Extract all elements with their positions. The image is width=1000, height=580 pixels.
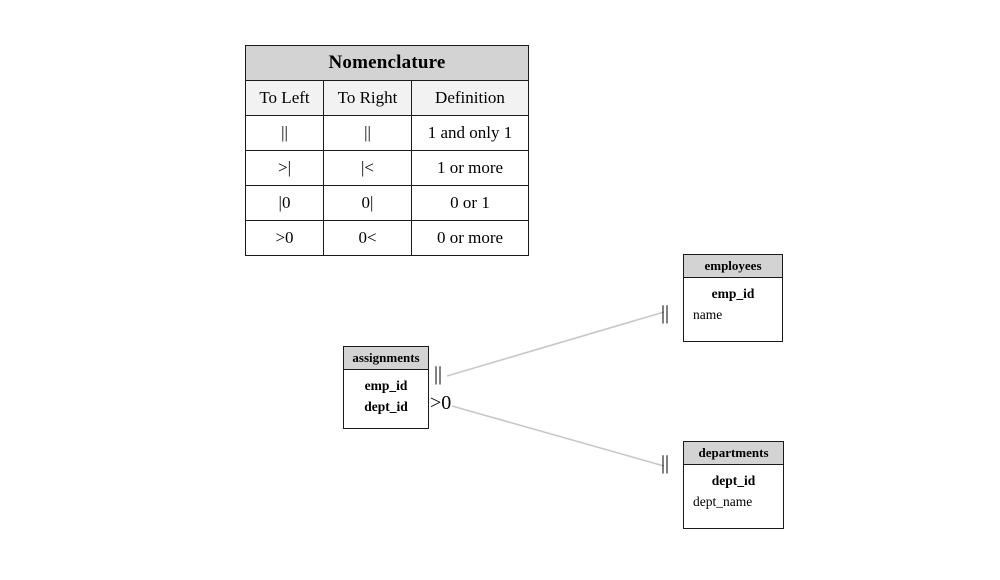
field-dept-id: dept_id xyxy=(364,399,408,414)
legend-cell-definition: 1 or more xyxy=(411,150,529,186)
field-dept-id: dept_id xyxy=(711,473,756,488)
entity-departments[interactable]: departments dept_id dept_name xyxy=(683,441,784,529)
legend-cell-to-right: || xyxy=(323,115,412,151)
cardinality-employees-to-assignments: || xyxy=(661,302,670,324)
nomenclature-legend: Nomenclature To Left To Right Definition… xyxy=(245,45,529,256)
legend-cell-to-right: 0| xyxy=(323,185,412,221)
legend-column-to-left: To Left xyxy=(245,80,324,116)
legend-cell-definition: 0 or more xyxy=(411,220,529,256)
legend-cell-to-right: 0< xyxy=(323,220,412,256)
field-dept-name: dept_name xyxy=(693,494,753,509)
entity-departments-fields: dept_id dept_name xyxy=(684,465,783,518)
entity-employees-title: employees xyxy=(684,255,782,278)
legend-row: >| |< 1 or more xyxy=(245,150,529,186)
legend-cell-to-left: |0 xyxy=(245,185,324,221)
entity-assignments[interactable]: assignments emp_id dept_id xyxy=(343,346,429,429)
cardinality-departments-to-assignments: || xyxy=(661,452,670,474)
connector-assignments-departments xyxy=(451,405,665,467)
legend-row: >0 0< 0 or more xyxy=(245,220,529,256)
entity-assignments-title: assignments xyxy=(344,347,428,370)
legend-cell-to-left: >0 xyxy=(245,220,324,256)
entity-assignments-fields: emp_id dept_id xyxy=(344,370,428,423)
legend-header-row: To Left To Right Definition xyxy=(245,80,529,116)
legend-cell-to-left: >| xyxy=(245,150,324,186)
entity-employees-fields: emp_id name xyxy=(684,278,782,331)
field-name: name xyxy=(693,307,723,322)
legend-title: Nomenclature xyxy=(245,45,529,81)
entity-employees[interactable]: employees emp_id name xyxy=(683,254,783,342)
legend-cell-to-right: |< xyxy=(323,150,412,186)
legend-cell-to-left: || xyxy=(245,115,324,151)
legend-title-row: Nomenclature xyxy=(245,45,529,81)
legend-cell-definition: 1 and only 1 xyxy=(411,115,529,151)
cardinality-assignments-to-employees: || xyxy=(434,363,443,385)
legend-column-to-right: To Right xyxy=(323,80,412,116)
field-emp-id: emp_id xyxy=(364,378,408,393)
legend-row: |0 0| 0 or 1 xyxy=(245,185,529,221)
entity-departments-title: departments xyxy=(684,442,783,465)
connector-assignments-employees xyxy=(446,311,665,377)
legend-row: || || 1 and only 1 xyxy=(245,115,529,151)
cardinality-assignments-to-departments: >0 xyxy=(430,392,452,414)
legend-column-definition: Definition xyxy=(411,80,529,116)
legend-cell-definition: 0 or 1 xyxy=(411,185,529,221)
field-emp-id: emp_id xyxy=(711,286,755,301)
